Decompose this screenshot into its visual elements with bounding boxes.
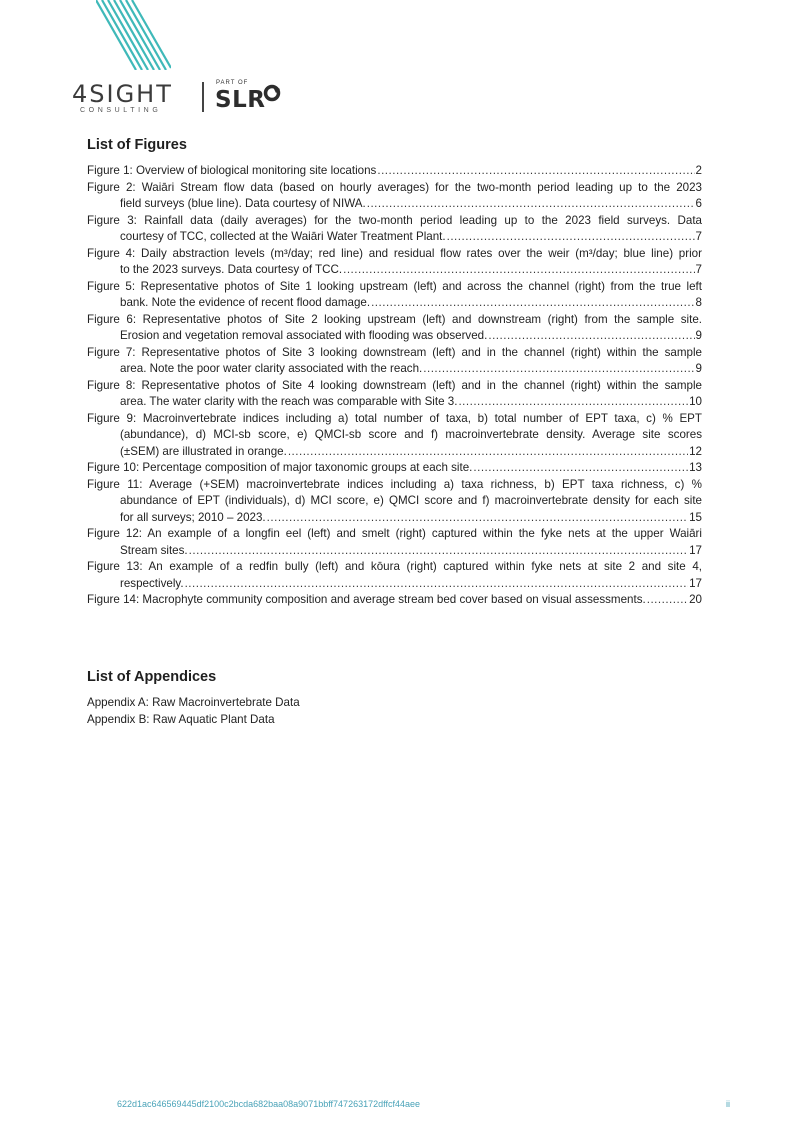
figure-entry[interactable]: Figure 11: Average (+SEM) macroinvertebr… [87,477,702,527]
dot-leader: ........................................… [488,329,695,342]
figure-entry-text: area. Note the poor water clarity associ… [120,362,423,375]
dot-leader: ........................................… [287,444,688,458]
figure-entry-text: Figure 11: Average (+SEM) macroinvertebr… [87,477,702,491]
figure-page-number: 7 [695,230,702,243]
dot-leader: ........................................… [266,510,688,524]
brand-stripes-graphic [96,0,171,70]
figure-page-number: 9 [695,362,702,375]
figure-entry-text: bank. Note the evidence of recent flood … [120,296,371,309]
slr-logo-text: SLR [215,87,266,113]
logo-divider [202,82,204,112]
figure-entry-text: for all surveys; 2010 – 2023. [120,510,266,524]
figure-page-number: 9 [695,329,702,342]
figure-entry[interactable]: Figure 3: Rainfall data (daily averages)… [87,213,702,246]
figure-entry-text: Figure 12: An example of a longfin eel (… [87,527,702,540]
figure-entry[interactable]: Figure 10: Percentage composition of maj… [87,460,702,477]
figure-page-number: 15 [689,510,702,524]
figure-entry-text: Figure 10: Percentage composition of maj… [87,461,473,474]
dot-leader: ........................................… [446,230,695,243]
figure-page-number: 13 [689,461,702,474]
figure-entry-text: area. The water clarity with the reach w… [120,395,458,408]
list-of-appendices-title: List of Appendices [87,669,217,685]
figure-entry[interactable]: Figure 4: Daily abstraction levels (m³/d… [87,246,702,279]
figure-entry-text: Erosion and vegetation removal associate… [120,329,488,342]
figure-entry-text: Figure 8: Representative photos of Site … [87,378,702,392]
dot-leader: ........................................… [188,543,688,557]
page-header: 4SIGHT CONSULTING PART OF SLR [0,0,807,130]
figure-entry-text: Figure 5: Representative photos of Site … [87,279,702,293]
figure-entry-text: abundance of EPT (individuals), d) MCI s… [120,494,702,507]
figure-entry-text: courtesy of TCC, collected at the Waiāri… [120,230,446,243]
figure-entry-text: Figure 1: Overview of biological monitor… [87,164,377,177]
figure-entry[interactable]: Figure 14: Macrophyte community composit… [87,592,702,609]
document-id: 622d1ac646569445df2100c2bcda682baa08a907… [117,1099,420,1109]
logo-wordmark: 4SIGHT [72,80,173,108]
figure-page-number: 17 [689,576,702,590]
slr-logo-icon [263,84,281,102]
figure-entry-text: Figure 13: An example of a redfin bully … [87,560,702,573]
figure-entry[interactable]: Figure 6: Representative photos of Site … [87,312,702,345]
dot-leader: ........................................… [473,461,688,474]
figure-entry-text: Figure 6: Representative photos of Site … [87,312,702,326]
figure-entry[interactable]: Figure 12: An example of a longfin eel (… [87,526,702,559]
list-of-figures-title: List of Figures [87,137,187,153]
figure-page-number: 6 [695,197,702,210]
figure-entry[interactable]: Figure 13: An example of a redfin bully … [87,559,702,592]
page-number: ii [726,1099,730,1109]
figure-entry[interactable]: Figure 7: Representative photos of Site … [87,345,702,378]
figure-page-number: 12 [689,444,702,458]
appendix-item-a[interactable]: Appendix A: Raw Macroinvertebrate Data [87,696,300,709]
figure-entry[interactable]: Figure 5: Representative photos of Site … [87,279,702,312]
figure-entry-text: (abundance), d) MCI-sb score, e) QMCI-sb… [120,428,702,441]
figure-entry[interactable]: Figure 9: Macroinvertebrate indices incl… [87,411,702,461]
dot-leader: ........................................… [371,296,695,309]
figure-entry-text: Stream sites. [120,543,188,557]
figure-entry-text: Figure 14: Macrophyte community composit… [87,593,646,606]
appendix-item-b[interactable]: Appendix B: Raw Aquatic Plant Data [87,713,275,726]
figure-entry-text: respectively. [120,576,184,590]
dot-leader: ........................................… [343,263,694,276]
figure-entry[interactable]: Figure 2: Waiāri Stream flow data (based… [87,180,702,213]
dot-leader: ........................................… [646,593,688,606]
figure-entry-text: Figure 2: Waiāri Stream flow data (based… [87,180,702,194]
figure-page-number: 10 [689,395,702,408]
dot-leader: ........................................… [423,362,695,375]
figure-page-number: 2 [695,164,702,177]
figure-entry[interactable]: Figure 8: Representative photos of Site … [87,378,702,411]
figure-entry-text: field surveys (blue line). Data courtesy… [120,197,366,210]
list-of-figures: Figure 1: Overview of biological monitor… [87,163,702,609]
figure-page-number: 17 [689,543,702,557]
figure-entry[interactable]: Figure 1: Overview of biological monitor… [87,163,702,180]
figure-entry-text: Figure 4: Daily abstraction levels (m³/d… [87,246,702,260]
dot-leader: ........................................… [366,197,695,210]
logo-tagline: CONSULTING [80,107,162,114]
dot-leader: ........................................… [458,395,688,408]
dot-leader: ........................................… [184,576,689,590]
figure-page-number: 20 [689,593,702,606]
figure-entry-text: Figure 3: Rainfall data (daily averages)… [87,213,702,227]
figure-entry-text: to the 2023 surveys. Data courtesy of TC… [120,263,343,276]
dot-leader: ........................................… [377,164,694,177]
figure-page-number: 7 [695,263,702,276]
figure-entry-text: (±SEM) are illustrated in orange. [120,444,287,458]
figure-entry-text: Figure 7: Representative photos of Site … [87,345,702,359]
part-of-label: PART OF [216,80,249,86]
figure-entry-text: Figure 9: Macroinvertebrate indices incl… [87,411,702,425]
figure-page-number: 8 [695,296,702,309]
